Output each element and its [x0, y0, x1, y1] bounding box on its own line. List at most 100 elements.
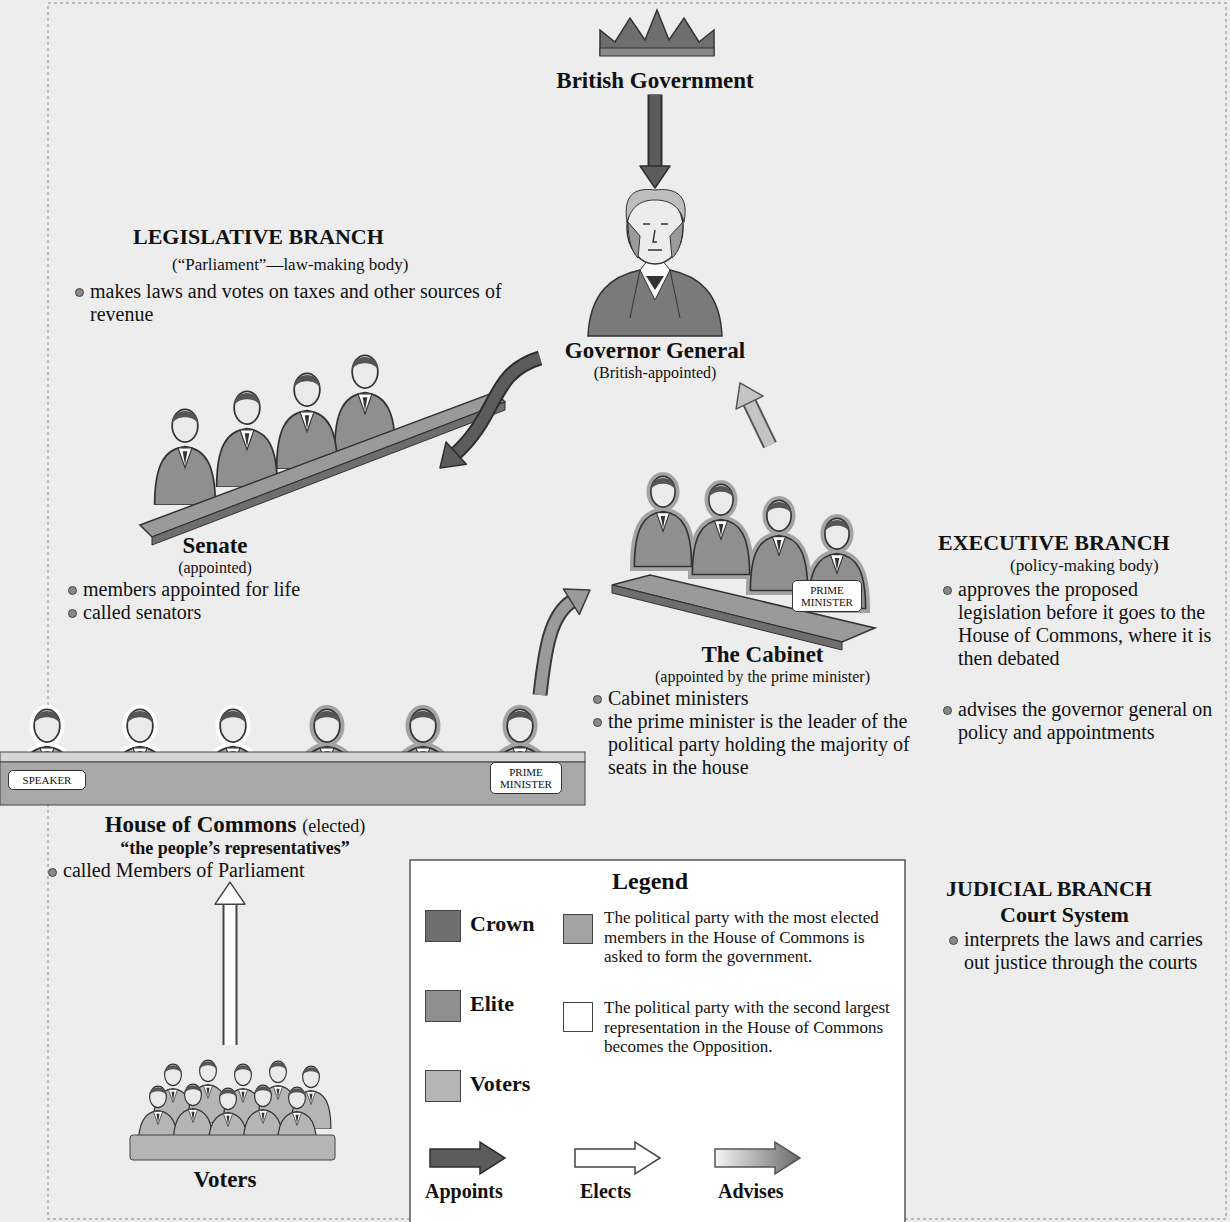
bullet-note: approves the proposed legislation before…	[940, 578, 1223, 670]
arrow-head	[640, 166, 670, 188]
arrow-outline	[749, 402, 770, 445]
figure-halo	[750, 500, 807, 590]
crown-band	[600, 48, 714, 56]
cabinet-table	[612, 575, 875, 642]
minister-figure	[750, 500, 807, 590]
legend-title: Legend	[612, 868, 688, 895]
minister-figure	[634, 476, 691, 566]
heading-line: House of Commons(elected)	[45, 812, 425, 838]
node-heading: Governor General	[540, 338, 770, 364]
node-subtitle: (appointed)	[65, 559, 365, 577]
arrow-outline	[648, 94, 663, 167]
arrow-outline	[223, 903, 238, 1045]
connector-arrow	[215, 882, 245, 1045]
node-text-block: British Government	[525, 68, 785, 94]
portrait-hair	[626, 189, 685, 222]
arrow-head	[440, 442, 466, 468]
legend-text: Elite	[470, 991, 514, 1017]
branch-subtitle: (“Parliament”—law-making body)	[172, 255, 409, 275]
bullet-text: Cabinet ministers	[590, 687, 935, 710]
connector-arrow	[540, 589, 590, 695]
connector-arrow	[440, 358, 540, 468]
arrow-outline	[455, 358, 540, 454]
senate-table-edge	[152, 402, 505, 545]
node-subtitle: (British-appointed)	[540, 364, 770, 382]
legend-swatch	[425, 990, 461, 1022]
bullet-text: the prime minister is the leader of the …	[590, 710, 935, 779]
node-subtitle: (elected)	[302, 816, 365, 836]
desk-sign: PRIME MINISTER	[490, 762, 562, 794]
legend-box	[410, 860, 905, 1222]
commons-desk	[0, 762, 585, 805]
node-text-block: The Cabinet(appointed by the prime minis…	[590, 642, 935, 779]
arrow-body	[455, 358, 540, 454]
bullet-note: interprets the laws and carries out just…	[946, 928, 1229, 974]
legend-text: Crown	[470, 911, 534, 937]
node-heading: British Government	[525, 68, 785, 94]
legend-arrow-sample	[715, 1142, 800, 1174]
crown-icon	[600, 10, 714, 55]
portrait-lapels	[630, 270, 680, 318]
voter-rail	[130, 1135, 335, 1160]
branch-heading: JUDICIAL BRANCH	[946, 876, 1152, 902]
arrow-head	[736, 383, 763, 409]
desk-sign: SPEAKER	[8, 770, 86, 790]
arrow-body	[225, 903, 236, 1045]
connector-arrow	[640, 94, 670, 188]
quote-text: “the people’s representatives”	[45, 838, 425, 859]
bullet-text: called Members of Parliament	[45, 859, 425, 882]
arrow-body	[749, 402, 770, 445]
node-subtitle: (appointed by the prime minister)	[590, 668, 935, 686]
diagram-node: Governor General(British-appointed)	[540, 188, 770, 383]
senator-figure	[155, 409, 216, 505]
legend-arrow-sample	[575, 1142, 660, 1174]
arrow-head	[215, 882, 245, 904]
diagram-node: The Cabinet(appointed by the prime minis…	[590, 445, 935, 779]
legend-swatch	[563, 1002, 593, 1032]
portrait-coat	[588, 270, 722, 336]
bullet-text: called senators	[65, 601, 365, 624]
node-heading: Voters	[110, 1167, 340, 1193]
bullet-note: advises the governor general on policy a…	[940, 698, 1223, 744]
portrait-face	[643, 224, 668, 250]
portrait-cravat	[646, 276, 664, 290]
node-heading: The Cabinet	[590, 642, 935, 668]
senate-table	[140, 392, 505, 537]
bullet-text: members appointed for life	[65, 578, 365, 601]
node-text-block: House of Commons(elected)“the people’s r…	[45, 812, 425, 882]
commons-desk-top	[0, 752, 585, 762]
legend-swatch	[425, 1070, 461, 1102]
legend-swatch	[425, 910, 461, 942]
arrow-body	[650, 94, 661, 167]
node-heading: House of Commons	[105, 812, 297, 837]
figure-halo	[634, 476, 691, 566]
node-text-block: Governor General(British-appointed)	[540, 338, 770, 383]
legend-text: Appoints	[425, 1180, 503, 1203]
arrow-head	[563, 589, 590, 614]
branch-heading: EXECUTIVE BRANCH	[938, 530, 1170, 556]
diagram-node: Voters	[110, 1045, 340, 1193]
arrow-outline	[540, 601, 572, 695]
minister-figure	[692, 484, 749, 574]
legend-text: The political party with the most electe…	[604, 908, 896, 967]
portrait-shirt	[640, 260, 670, 300]
legend-text: Voters	[470, 1071, 530, 1097]
branch-subtitle: (policy-making body)	[1010, 556, 1159, 576]
diagram-node: British Government	[525, 8, 785, 94]
bullet-note: makes laws and votes on taxes and other …	[72, 280, 520, 326]
legend-arrow-sample	[430, 1142, 505, 1174]
connector-arrow	[736, 383, 770, 445]
node-heading: Senate	[65, 533, 365, 559]
diagram-node: Senate(appointed)members appointed for l…	[65, 348, 440, 624]
branch-subheading: Court System	[1000, 902, 1129, 928]
legend-text: The political party with the second larg…	[604, 998, 896, 1057]
desk-sign: PRIME MINISTER	[792, 580, 862, 612]
portrait-sideburns	[628, 222, 683, 258]
legend-text: Elects	[580, 1180, 631, 1203]
node-text-block: Voters	[110, 1167, 340, 1193]
branch-heading: LEGISLATIVE BRANCH	[133, 224, 384, 250]
node-text-block: Senate(appointed)members appointed for l…	[65, 533, 365, 624]
legend-swatch	[563, 914, 593, 944]
